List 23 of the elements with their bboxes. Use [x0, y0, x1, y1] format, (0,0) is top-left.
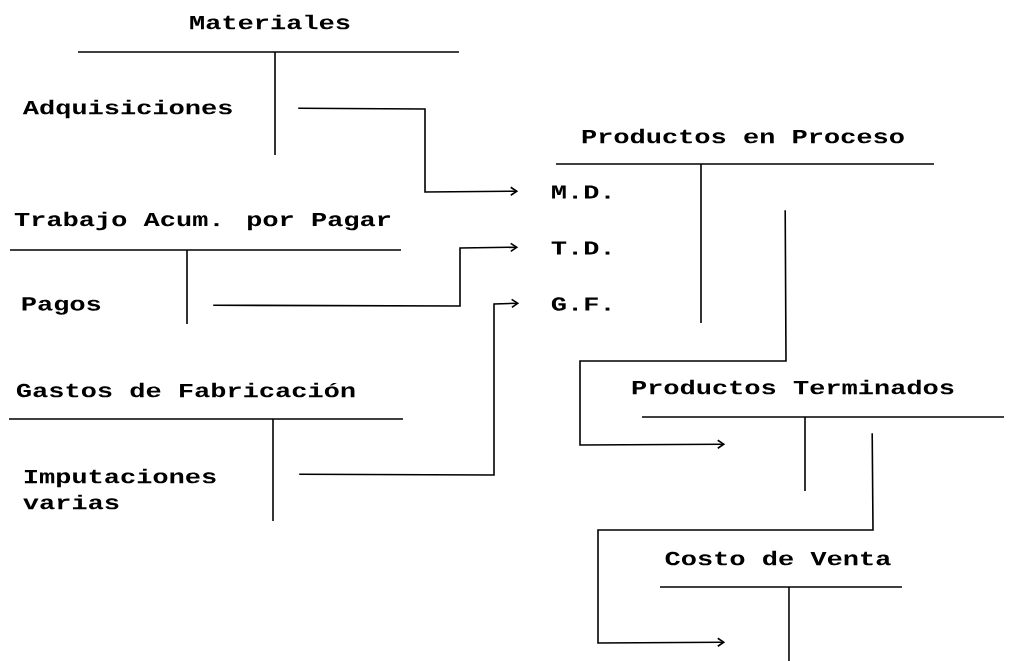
- account-title: Trabajo Acum. por Pagar: [14, 211, 391, 231]
- entry-label: Imputaciones varias: [23, 468, 216, 510]
- arrow: [212, 242, 519, 307]
- arrow: [297, 107, 519, 197]
- account-title: Productos Terminados: [632, 379, 954, 395]
- arrow: [579, 209, 787, 450]
- arrow: [597, 432, 874, 648]
- t-account: [22, 14, 460, 156]
- account-title: Gastos de Fabricación: [16, 382, 355, 398]
- t-account: [551, 128, 935, 324]
- t-account: [632, 379, 1005, 492]
- account-title: Productos en Proceso: [582, 128, 904, 144]
- account-title: Materiales: [190, 14, 350, 30]
- arrow: [298, 298, 520, 476]
- t-account: [8, 382, 404, 522]
- t-account: [659, 550, 903, 661]
- entry-label: Pagos: [22, 297, 101, 315]
- t-account: [9, 211, 402, 325]
- entry-label: T.D.: [551, 241, 610, 255]
- entry-label: M.D.: [552, 185, 610, 199]
- entry-label: Adquisiciones: [22, 99, 232, 119]
- account-title: Costo de Venta: [665, 550, 891, 566]
- entry-label: G.F.: [551, 297, 610, 311]
